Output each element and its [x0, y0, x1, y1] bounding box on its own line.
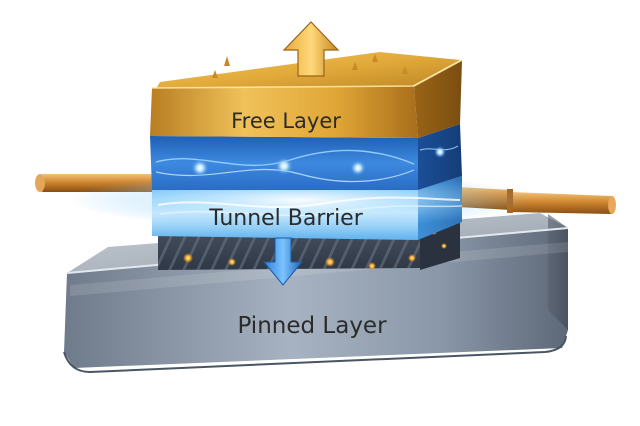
electron-layer-block — [150, 124, 462, 190]
free-layer-label: Free Layer — [231, 109, 341, 133]
down-arrow-icon — [262, 237, 304, 286]
up-arrow-icon — [282, 21, 340, 77]
electron-particles — [191, 146, 446, 177]
tunnel-barrier-label: Tunnel Barrier — [208, 206, 363, 231]
pinned-layer-label: Pinned Layer — [237, 313, 387, 339]
